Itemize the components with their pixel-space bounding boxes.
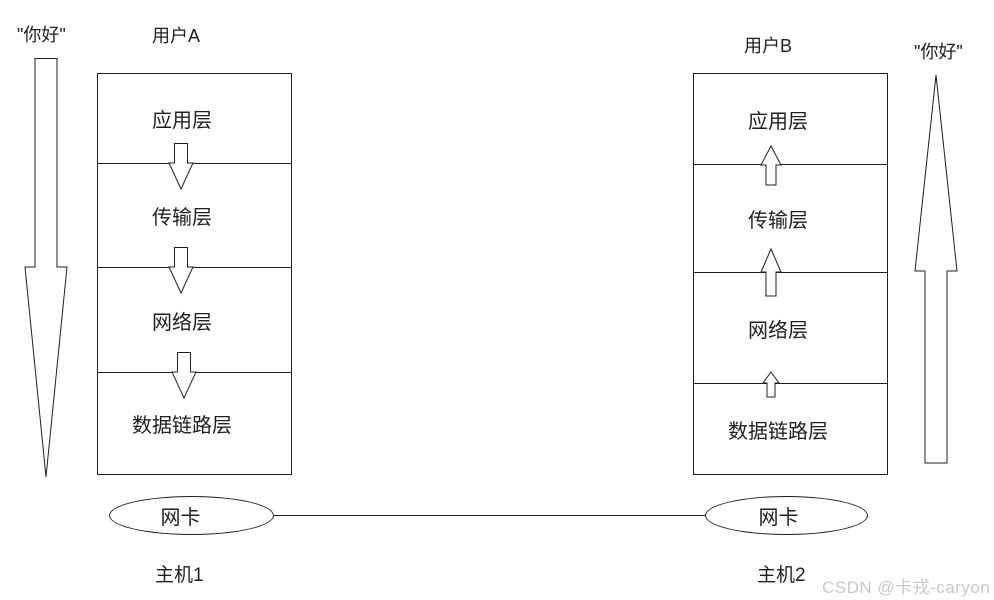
left-message-text: "你好" xyxy=(17,25,66,45)
left-host-label: 主机1 xyxy=(155,565,204,586)
message-down-arrow-icon xyxy=(24,58,68,478)
left-layer-transport-label: 传输层 xyxy=(152,207,212,229)
left-layer-application: 应用层 xyxy=(98,74,291,164)
right-layer-datalink: 数据链路层 xyxy=(694,384,887,474)
left-protocol-stack: 应用层 传输层 网络层 数据链路层 xyxy=(97,73,292,475)
left-layer-application-label: 应用层 xyxy=(152,110,212,132)
left-layer-transport: 传输层 xyxy=(98,164,291,268)
down-arrow-icon xyxy=(171,352,197,399)
right-layer-application: 应用层 xyxy=(694,74,887,165)
watermark-text: CSDN @卡戎-caryon xyxy=(822,578,991,597)
message-up-arrow-icon xyxy=(914,74,958,464)
right-message-text: "你好" xyxy=(914,42,963,62)
left-nic-ellipse: 网卡 xyxy=(109,496,274,535)
up-arrow-icon xyxy=(760,248,782,297)
right-layer-transport-label: 传输层 xyxy=(748,210,808,232)
right-layer-application-label: 应用层 xyxy=(748,110,808,133)
left-layer-datalink-label: 数据链路层 xyxy=(132,415,232,437)
physical-link-line xyxy=(274,515,706,516)
right-protocol-stack: 应用层 传输层 网络层 数据链路层 xyxy=(693,73,888,475)
right-user-label: 用户B xyxy=(744,36,793,56)
up-arrow-icon xyxy=(762,371,780,398)
down-arrow-icon xyxy=(168,247,194,294)
left-user-label: 用户A xyxy=(152,26,201,46)
up-arrow-icon xyxy=(760,145,782,186)
left-layer-network-label: 网络层 xyxy=(152,311,212,334)
right-layer-network-label: 网络层 xyxy=(748,319,808,342)
right-layer-network: 网络层 xyxy=(694,273,887,384)
right-layer-datalink-label: 数据链路层 xyxy=(728,420,828,443)
right-host-label: 主机2 xyxy=(757,565,806,586)
right-nic-label: 网卡 xyxy=(758,507,799,529)
right-layer-transport: 传输层 xyxy=(694,165,887,273)
down-arrow-icon xyxy=(168,143,194,190)
right-nic-ellipse: 网卡 xyxy=(705,496,868,535)
left-nic-label: 网卡 xyxy=(160,507,201,529)
left-layer-datalink: 数据链路层 xyxy=(98,373,291,474)
